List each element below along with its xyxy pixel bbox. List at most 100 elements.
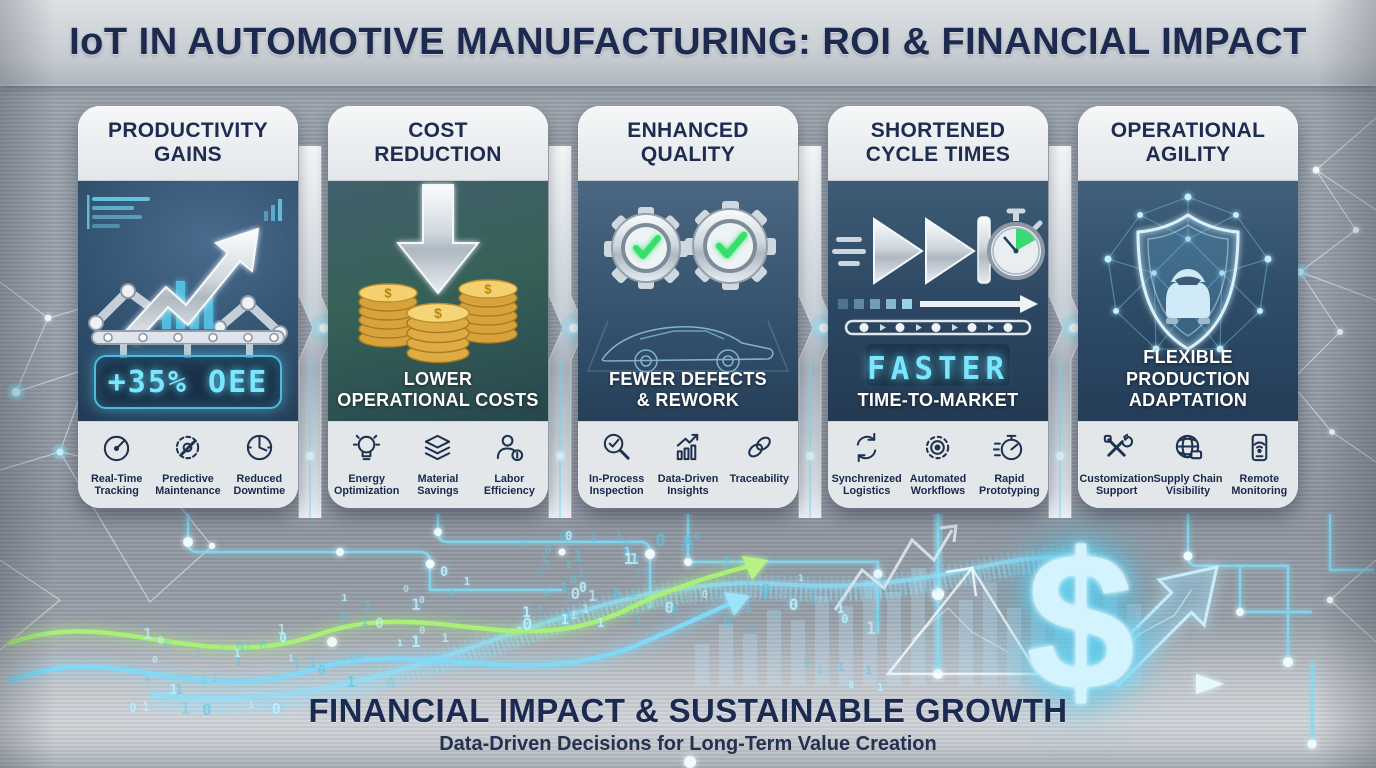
feature-label: Traceability	[729, 473, 790, 485]
caption-line2: & REWORK	[636, 389, 740, 410]
feature-in-process-inspection: In-Process Inspection	[582, 431, 651, 498]
cost-illustration: $ $ $	[358, 184, 518, 364]
card-header: COST REDUCTION	[328, 106, 548, 181]
card-title-line1: ENHANCED	[627, 119, 749, 143]
card-feature-strip: In-Process Inspection Data-Driven Insigh…	[578, 421, 798, 508]
header-bar: IoT IN AUTOMOTIVE MANUFACTURING: ROI & F…	[0, 0, 1376, 86]
feature-traceability: Traceability	[725, 431, 794, 485]
feature-label: Supply Chain Visibility	[1153, 473, 1223, 498]
card-feature-strip: Real-Time Tracking Predictive Maintenanc…	[78, 421, 298, 508]
card-illustration-panel: FASTER TIME-TO-MARKET	[828, 181, 1048, 421]
card-title-line1: COST	[408, 119, 468, 143]
card-cost-reduction: COST REDUCTION $	[328, 106, 548, 508]
page-title: IoT IN AUTOMOTIVE MANUFACTURING: ROI & F…	[69, 20, 1307, 63]
feature-data-driven-insights: Data-Driven Insights	[653, 431, 722, 498]
card-title-line1: SHORTENED	[870, 119, 1006, 143]
feature-label: Synchrenized Logistics	[831, 473, 902, 498]
card-illustration-panel: FEWER DEFECTS & REWORK	[578, 181, 798, 421]
feature-label: Rapid Prototyping	[979, 473, 1040, 498]
gear-check-right	[685, 201, 776, 290]
card-title-line1: PRODUCTIVITY	[108, 119, 268, 143]
feature-label: Labor Efficiency	[483, 473, 535, 498]
caption-line2: ADAPTATION	[1128, 389, 1248, 410]
data-wave	[148, 548, 1109, 716]
card-illustration-panel: FLEXIBLE PRODUCTION ADAPTATION	[1078, 181, 1298, 421]
svg-text:$: $	[434, 305, 442, 321]
gear-icon	[921, 431, 954, 469]
phone-wifi-icon	[1243, 431, 1276, 469]
feature-label: Reduced Downtime	[233, 473, 286, 498]
sync-arrows-icon	[850, 431, 883, 469]
digital-caption: FASTER	[867, 351, 1009, 388]
card-title-line2: GAINS	[153, 143, 222, 166]
footer-subtitle: Data-Driven Decisions for Long-Term Valu…	[439, 733, 937, 755]
financial-growth-scene	[7, 514, 1374, 768]
feature-label: Material Savings	[417, 473, 459, 498]
material-stack-icon	[421, 431, 454, 469]
growth-lines	[7, 556, 768, 685]
card-illustration-panel: $ $ $	[328, 181, 548, 421]
car-wireframe	[587, 320, 789, 373]
card-enhanced-quality: ENHANCED QUALITY	[578, 106, 798, 508]
benefit-cards-row: PRODUCTIVITY GAINS	[78, 106, 1298, 508]
card-productivity-gains: PRODUCTIVITY GAINS	[78, 106, 298, 508]
lightbulb-icon	[350, 431, 383, 469]
cycle-illustration	[832, 208, 1045, 386]
agility-illustration	[1104, 193, 1272, 353]
feature-label: Real-Time Tracking	[90, 473, 143, 498]
peak-arrow	[885, 565, 1041, 676]
caption-line2: OPERATIONAL COSTS	[337, 389, 539, 410]
stopwatch-icon	[992, 431, 1026, 469]
caption-line1: FLEXIBLE PRODUCTION	[1126, 347, 1250, 389]
card-header: SHORTENED CYCLE TIMES	[828, 106, 1048, 181]
card-illustration-panel: +35% OEE	[78, 181, 298, 421]
card-feature-strip: Energy Optimization Material Savings Lab…	[328, 421, 548, 508]
feature-energy-optimization: Energy Optimization	[332, 431, 401, 498]
person-coin-icon	[493, 431, 526, 469]
magnifier-check-icon	[600, 431, 633, 469]
card-caption: FASTER TIME-TO-MARKET	[834, 351, 1042, 411]
card-title-line2: AGILITY	[1145, 143, 1231, 166]
gear-wrench-icon	[171, 431, 204, 469]
svg-text:$: $	[484, 282, 492, 297]
quality-illustration	[587, 201, 789, 373]
feature-label: Predictive Maintenance	[155, 473, 221, 498]
feature-real-time-tracking: Real-Time Tracking	[82, 431, 151, 498]
feature-automated-workflows: Automated Workflows	[903, 431, 972, 498]
footer-title: FINANCIAL IMPACT & SUSTAINABLE GROWTH	[308, 692, 1068, 729]
card-header: PRODUCTIVITY GAINS	[78, 106, 298, 181]
card-caption: FEWER DEFECTS & REWORK	[584, 369, 792, 411]
feature-predictive-maintenance: Predictive Maintenance	[153, 431, 222, 498]
card-feature-strip: Customization Support Supply Chain Visib…	[1078, 421, 1298, 508]
dollar-sign-icon: $	[1026, 512, 1136, 731]
footer-headline: FINANCIAL IMPACT & SUSTAINABLE GROWTH Da…	[0, 692, 1376, 756]
axis-arrow	[640, 674, 1224, 694]
feature-reduced-downtime: Reduced Downtime	[225, 431, 294, 498]
zigzag-line	[833, 524, 958, 611]
card-title-line2: REDUCTION	[374, 143, 502, 166]
tools-icon	[1100, 431, 1134, 469]
growth-arrow-icon	[1095, 565, 1219, 689]
card-title-line2: CYCLE TIMES	[865, 143, 1011, 166]
gauge-icon	[100, 431, 133, 469]
progress-squares	[838, 299, 912, 309]
feature-material-savings: Material Savings	[403, 431, 472, 498]
card-caption: LOWER OPERATIONAL COSTS	[334, 369, 542, 411]
feature-label: Automated Workflows	[909, 473, 967, 498]
card-operational-agility: OPERATIONAL AGILITY	[1078, 106, 1298, 508]
svg-text:$: $	[384, 286, 392, 301]
card-header: OPERATIONAL AGILITY	[1078, 106, 1298, 181]
clock-icon	[243, 431, 276, 469]
feature-remote-monitoring: Remote Monitoring	[1225, 431, 1294, 498]
card-caption: FLEXIBLE PRODUCTION ADAPTATION	[1084, 347, 1292, 411]
feature-label: Remote Monitoring	[1231, 473, 1288, 498]
card-feature-strip: Synchrenized Logistics Automated Workflo…	[828, 421, 1048, 508]
stopwatch-illustration	[987, 208, 1045, 280]
card-title-line1: OPERATIONAL	[1110, 119, 1266, 143]
chain-link-icon	[743, 431, 776, 469]
globe-icon	[1171, 431, 1204, 469]
feature-label: Data-Driven Insights	[657, 473, 719, 498]
chart-growth-icon	[671, 431, 704, 469]
feature-supply-chain-visibility: Supply Chain Visibility	[1153, 431, 1222, 498]
